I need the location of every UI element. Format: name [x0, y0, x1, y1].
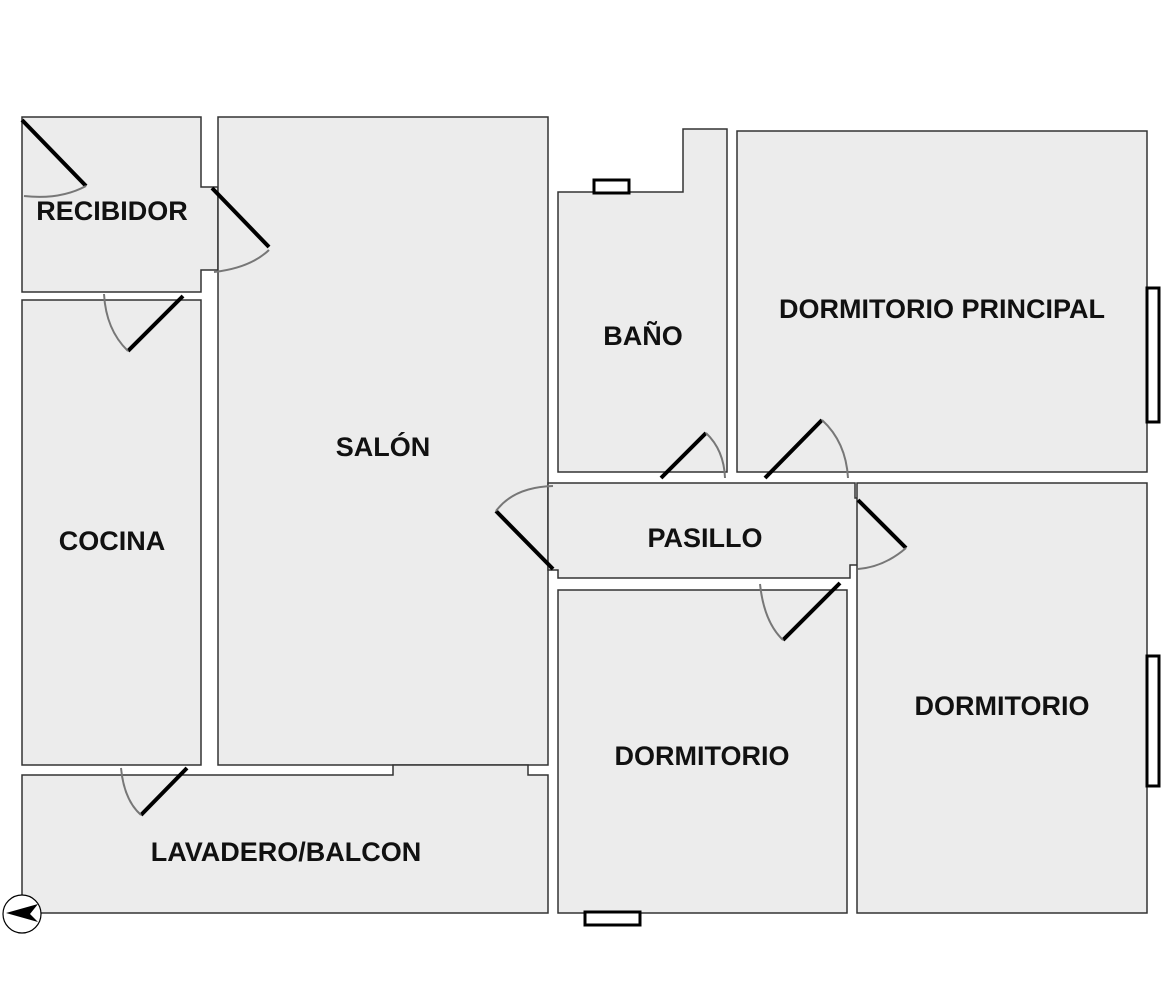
- label-lavadero: LAVADERO/BALCON: [151, 837, 422, 867]
- label-salon: SALÓN: [336, 431, 431, 462]
- window-dormitorio-2: [1145, 654, 1161, 788]
- door-recibidor-cocina: [103, 293, 185, 353]
- door-dormitorio-1: [759, 581, 842, 642]
- room-dormitorio-1: [557, 589, 848, 914]
- room-labels: RECIBIDOR SALÓN COCINA LAVADERO/BALCON B…: [36, 196, 1105, 867]
- door-bano: [659, 431, 726, 480]
- door-salon-pasillo: [494, 485, 555, 571]
- door-recibidor-salon: [210, 186, 271, 273]
- door-dormitorio-principal: [763, 418, 849, 480]
- door-cocina-lavadero: [120, 766, 189, 817]
- room-salon: [217, 116, 549, 766]
- label-pasillo: PASILLO: [647, 523, 762, 553]
- room-cocina: [21, 299, 202, 766]
- door-entrance: [20, 118, 88, 198]
- window-dormitorio-1: [583, 910, 642, 927]
- label-cocina: COCINA: [59, 526, 166, 556]
- room-dormitorio-principal: [736, 130, 1148, 473]
- label-dormitorio-1: DORMITORIO: [615, 741, 790, 771]
- label-recibidor: RECIBIDOR: [36, 196, 188, 226]
- north-arrow-icon: [2, 894, 42, 934]
- window-bano: [592, 178, 631, 195]
- label-bano: BAÑO: [603, 320, 683, 351]
- door-dormitorio-2: [856, 498, 908, 570]
- room-pasillo: [547, 482, 869, 579]
- rooms: [21, 116, 1148, 914]
- windows: [583, 178, 1161, 927]
- doors: [20, 118, 908, 817]
- window-dormitorio-principal: [1145, 286, 1161, 424]
- label-dormitorio-principal: DORMITORIO PRINCIPAL: [779, 294, 1105, 324]
- label-dormitorio-2: DORMITORIO: [915, 691, 1090, 721]
- room-bano: [557, 128, 728, 473]
